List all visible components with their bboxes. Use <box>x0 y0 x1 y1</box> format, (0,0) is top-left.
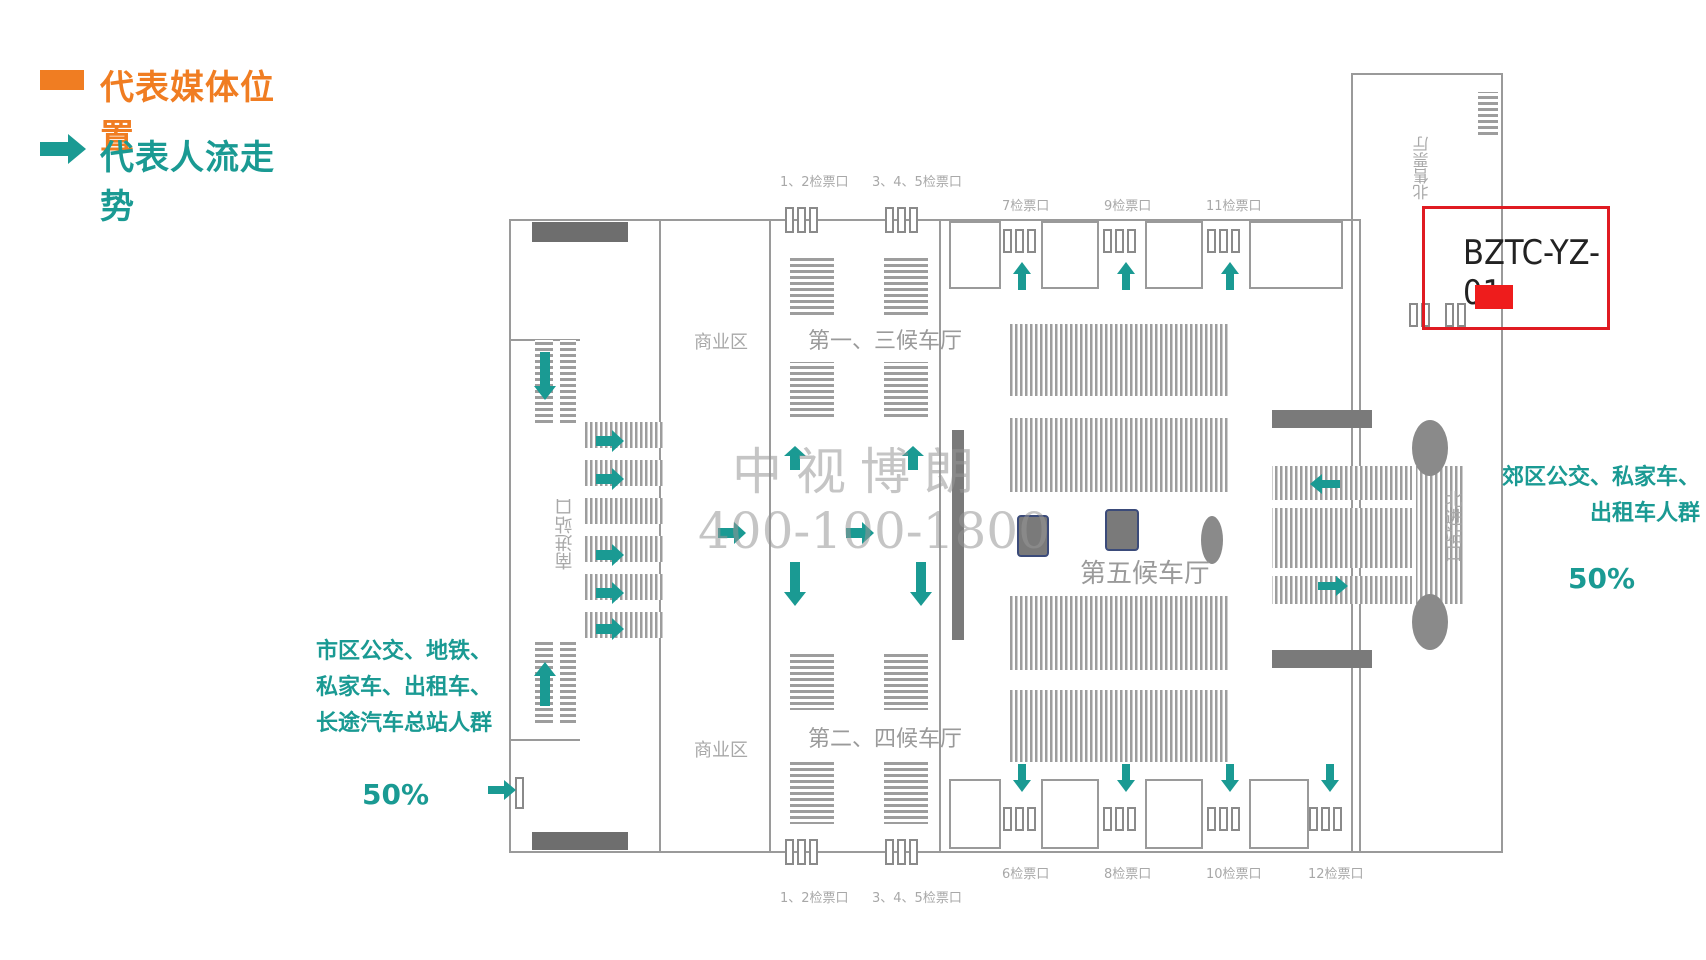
legend-flow-label: 代表人流走势 <box>100 138 275 227</box>
legend: 代表媒体位置 代表人流走势 <box>40 60 280 227</box>
column-north-top <box>1412 420 1448 476</box>
hall-2-4-label: 第二、四候车厅 <box>808 727 962 752</box>
legend-flow-arrow-icon <box>40 134 86 164</box>
wall-block-bottom <box>532 832 628 850</box>
north-ticket-hall-label: 北售票厅 <box>1413 136 1432 200</box>
kiosk-a <box>1017 515 1049 557</box>
gate-label-bottom-left-b: 3、4、5检票口 <box>872 891 962 906</box>
hall-5-label: 第五候车厅 <box>1080 559 1210 589</box>
wall-block-pillar <box>952 430 964 640</box>
legend-media-swatch <box>40 70 84 90</box>
commercial-zone-bottom: 商业区 <box>694 740 748 761</box>
west-flow-line-3: 长途汽车总站人群 <box>316 711 493 736</box>
west-flow-percent: 50% <box>362 778 430 811</box>
column-north-bottom <box>1412 594 1448 650</box>
west-flow-line-1: 市区公交、地铁、 <box>316 639 493 664</box>
gate-label-bottom-left-a: 1、2检票口 <box>780 891 849 906</box>
gate-label-6: 6检票口 <box>1002 867 1049 882</box>
watermark-phone: 400-100-1800 <box>698 502 1050 560</box>
wall-block-east-top <box>1272 410 1372 428</box>
gate-label-8: 8检票口 <box>1104 867 1151 882</box>
wall-block-east-bottom <box>1272 650 1372 668</box>
gate-label-top-left-b: 3、4、5检票口 <box>872 175 962 190</box>
media-marker <box>1475 285 1513 309</box>
gate-label-10: 10检票口 <box>1206 867 1262 882</box>
legend-media-label: 代表媒体位置 <box>100 68 275 157</box>
gate-label-11: 11检票口 <box>1206 199 1262 214</box>
gate-label-7: 7检票口 <box>1002 199 1049 214</box>
north-escalators <box>1272 466 1464 604</box>
hall-1-3-label: 第一、三候车厅 <box>808 329 962 354</box>
west-flow-line-2: 私家车、出租车、 <box>316 675 493 700</box>
column-hall-5 <box>1201 516 1223 564</box>
south-escalators <box>535 340 665 726</box>
gate-label-top-left-a: 1、2检票口 <box>780 175 849 190</box>
media-position-box[interactable]: BZTC-YZ-01 <box>1422 206 1610 330</box>
seat-rows-hall-2-4 <box>790 652 928 824</box>
commercial-zone-top: 商业区 <box>694 332 748 353</box>
east-flow-line-2: 出租车人群 <box>1589 501 1700 526</box>
seat-rows-hall-5 <box>1008 324 1228 762</box>
kiosk-b <box>1105 509 1139 551</box>
gate-label-9: 9检票口 <box>1104 199 1151 214</box>
east-flow-percent: 50% <box>1568 562 1636 595</box>
gate-posts <box>515 207 1466 865</box>
ticket-hall-escalator <box>1478 92 1498 138</box>
east-flow-annotation: 郊区公交、私家车、 出租车人群 <box>1500 460 1700 532</box>
north-entrance-label: 北进站口 <box>1442 490 1463 562</box>
gate-label-12: 12检票口 <box>1308 867 1364 882</box>
east-flow-line-1: 郊区公交、私家车、 <box>1501 465 1700 490</box>
wall-block-top <box>532 222 628 242</box>
seat-rows-hall-1-3 <box>790 258 928 420</box>
flow-arrows <box>488 262 1348 800</box>
west-flow-annotation: 市区公交、地铁、 私家车、出租车、 长途汽车总站人群 <box>316 634 516 742</box>
watermark-name: 中视博朗 <box>732 443 988 501</box>
south-entrance-label: 南进站口 <box>555 498 576 570</box>
gate-rooms <box>949 221 1343 849</box>
